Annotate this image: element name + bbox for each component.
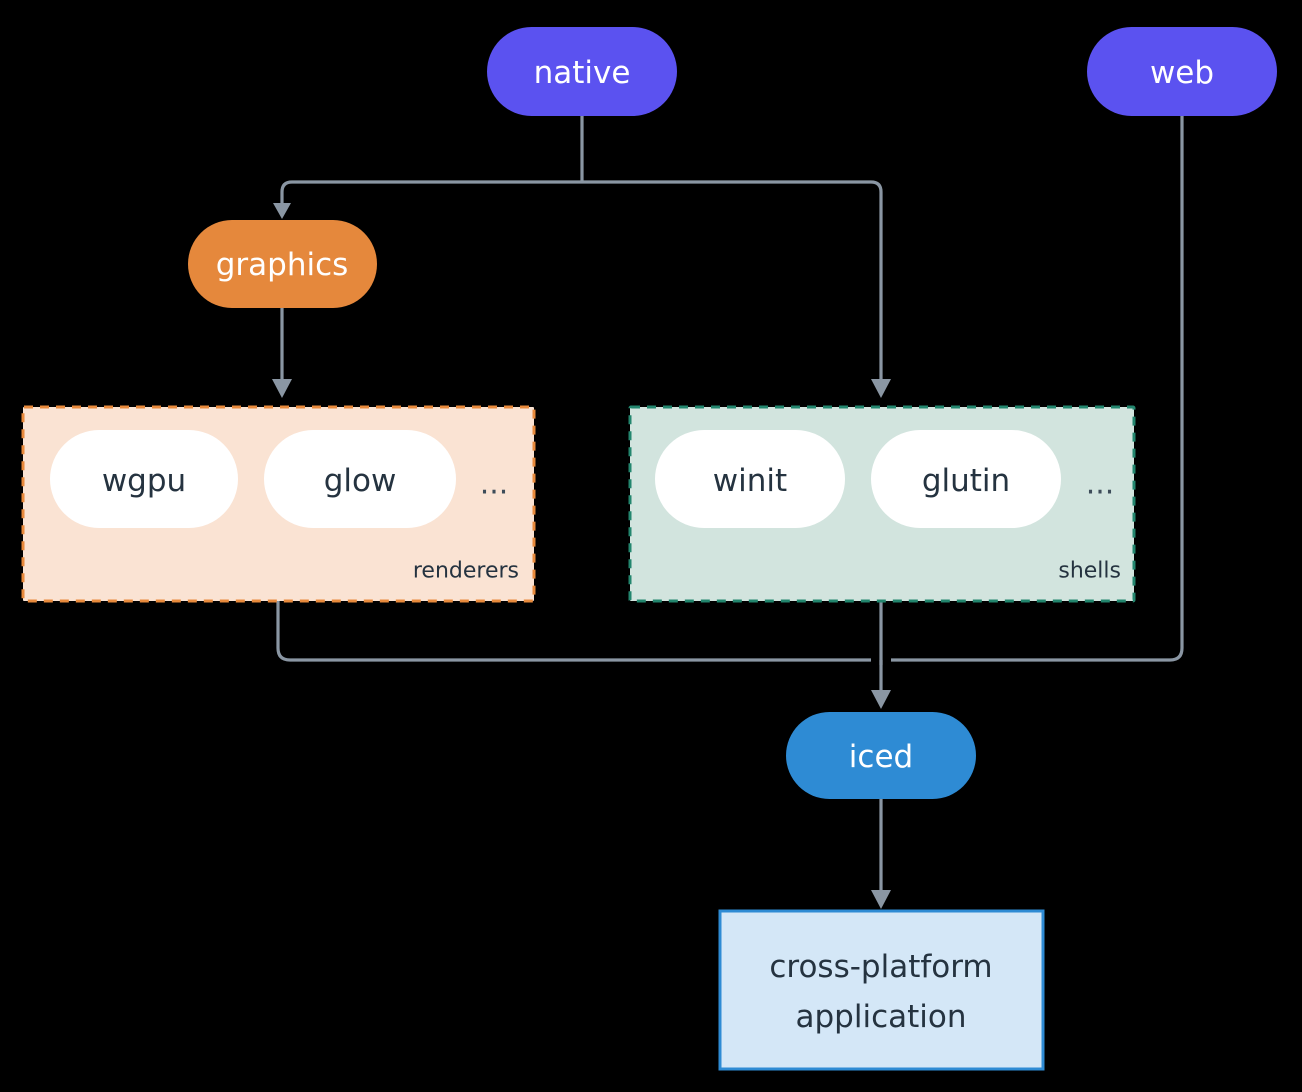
application-label-line1: cross-platform — [769, 949, 992, 985]
renderers-caption: renderers — [413, 559, 519, 584]
node-application[interactable]: cross-platform application — [718, 909, 1045, 1071]
shells-caption: shells — [1058, 559, 1121, 584]
renderer-label-glow: glow — [324, 463, 397, 499]
edge-native-to-shells — [582, 180, 883, 382]
shell-label-glutin: glutin — [922, 463, 1010, 499]
web-pill-shape[interactable] — [1087, 27, 1277, 116]
arrowhead-application — [871, 890, 891, 909]
edge-native-to-graphics — [280, 180, 582, 206]
application-label-line2: application — [796, 999, 967, 1035]
renderer-label-wgpu: wgpu — [102, 463, 186, 499]
group-renderers: wgpu glow ... renderers — [21, 405, 536, 603]
shells-ellipsis: ... — [1086, 467, 1115, 502]
application-box-shape[interactable] — [718, 909, 1045, 1071]
arrowhead-graphics — [273, 203, 291, 219]
node-native[interactable]: native — [487, 27, 677, 116]
graphics-pill-shape[interactable] — [188, 220, 377, 308]
node-graphics[interactable]: graphics — [188, 220, 377, 308]
arrowhead-iced — [871, 690, 891, 709]
edge-layer — [272, 115, 1184, 909]
renderers-ellipsis: ... — [480, 467, 509, 502]
node-iced[interactable]: iced — [786, 712, 976, 799]
iced-label: iced — [849, 739, 913, 775]
edge-renderers-to-iced — [276, 601, 871, 662]
edge-web-to-iced — [891, 115, 1184, 662]
graphics-label: graphics — [216, 247, 349, 283]
shell-pill-glutin[interactable] — [871, 430, 1061, 528]
shell-pill-winit[interactable] — [655, 430, 845, 528]
renderer-pill-glow[interactable] — [264, 430, 456, 528]
arrowhead-renderers — [272, 379, 292, 398]
group-shells: winit glutin ... shells — [628, 405, 1136, 603]
shell-label-winit: winit — [713, 463, 787, 499]
arrowhead-shells — [871, 379, 891, 398]
iced-pill-shape[interactable] — [786, 712, 976, 799]
renderer-pill-wgpu[interactable] — [50, 430, 238, 528]
node-web[interactable]: web — [1087, 27, 1277, 116]
web-label: web — [1150, 55, 1214, 91]
native-pill-shape[interactable] — [487, 27, 677, 116]
native-label: native — [534, 55, 631, 91]
